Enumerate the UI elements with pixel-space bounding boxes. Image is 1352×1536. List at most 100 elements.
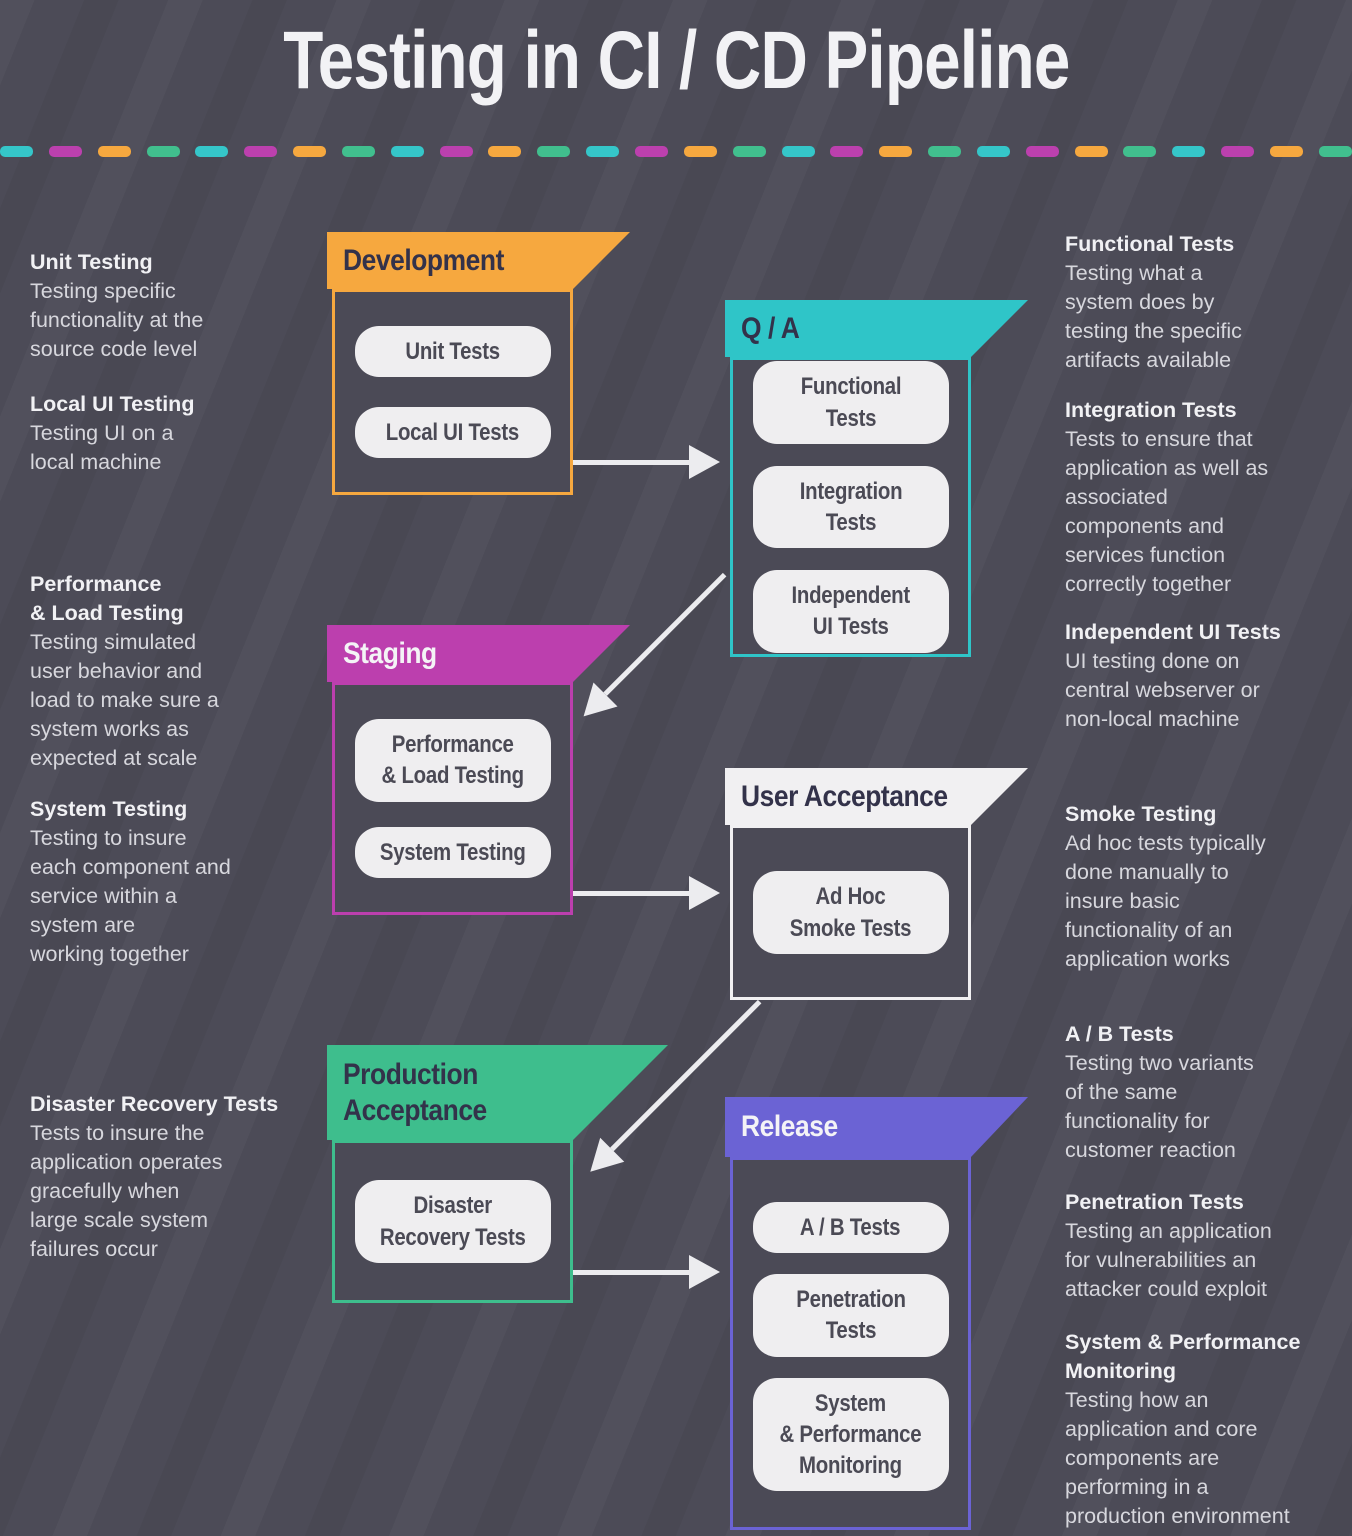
stage-development-label: Development bbox=[343, 243, 504, 277]
pill-label: Integration Tests bbox=[799, 477, 902, 536]
divider-dash bbox=[976, 145, 1010, 157]
arrow-head-icon bbox=[689, 1255, 720, 1289]
divider-dash bbox=[1318, 145, 1352, 157]
note-title: A / B Tests bbox=[1065, 1022, 1174, 1046]
pill-ad-hoc-smoke-tests: Ad Hoc Smoke Tests bbox=[752, 871, 949, 954]
arrow-shaft bbox=[573, 459, 689, 465]
divider-dash bbox=[48, 145, 82, 157]
divider-dash bbox=[781, 145, 815, 157]
stage-qa-header: Q / A bbox=[725, 300, 1028, 357]
note-body: Testing specific functionality at the so… bbox=[30, 279, 204, 361]
note-title: Disaster Recovery Tests bbox=[30, 1092, 279, 1116]
divider-dash bbox=[439, 145, 473, 157]
divider-dash bbox=[1123, 145, 1157, 157]
pill-ab-tests: A / B Tests bbox=[752, 1202, 949, 1254]
stage-production-acceptance-body: Disaster Recovery Tests bbox=[332, 1140, 573, 1303]
divider-dash bbox=[830, 145, 864, 157]
pill-label: Ad Hoc Smoke Tests bbox=[789, 883, 912, 942]
note-ab-tests: A / B Tests Testing two variants of the … bbox=[1065, 1020, 1352, 1165]
arrow-production-acceptance-to-release bbox=[573, 1254, 720, 1290]
stage-staging-body: Performance & Load Testing System Testin… bbox=[332, 682, 573, 915]
note-title: System & Performance Monitoring bbox=[1065, 1330, 1301, 1383]
divider-dash bbox=[732, 145, 766, 157]
stage-staging-header: Staging bbox=[327, 625, 630, 682]
note-unit-testing: Unit Testing Testing specific functional… bbox=[30, 248, 315, 364]
divider-dash bbox=[146, 145, 180, 157]
stage-release: Release A / B Tests Penetration Tests Sy… bbox=[725, 1097, 1028, 1530]
divider-dash bbox=[0, 145, 33, 157]
divider-dash bbox=[390, 145, 424, 157]
pill-system-performance-monitoring: System & Performance Monitoring bbox=[752, 1377, 949, 1492]
note-body: Testing how an application and core comp… bbox=[1065, 1388, 1290, 1528]
divider-dash bbox=[586, 145, 620, 157]
pill-label: Disaster Recovery Tests bbox=[379, 1192, 526, 1251]
stage-production-acceptance-label: Production Acceptance bbox=[343, 1057, 487, 1127]
note-title: Local UI Testing bbox=[30, 392, 195, 416]
stage-release-label: Release bbox=[741, 1110, 838, 1143]
note-title: Penetration Tests bbox=[1065, 1190, 1244, 1214]
stage-staging-label: Staging bbox=[343, 636, 437, 670]
note-body: Testing an application for vulnerabiliti… bbox=[1065, 1219, 1272, 1301]
stage-development-header: Development bbox=[327, 232, 630, 289]
pill-performance-load-testing: Performance & Load Testing bbox=[354, 719, 551, 802]
pill-disaster-recovery-tests: Disaster Recovery Tests bbox=[354, 1180, 551, 1263]
note-system-testing: System Testing Testing to insure each co… bbox=[30, 795, 315, 969]
divider-dash bbox=[1221, 145, 1255, 157]
stage-staging: Staging Performance & Load Testing Syste… bbox=[327, 625, 630, 915]
arrow-shaft bbox=[573, 1269, 689, 1275]
note-body: Tests to insure the application operates… bbox=[30, 1121, 223, 1261]
stage-user-acceptance-body: Ad Hoc Smoke Tests bbox=[730, 825, 971, 1000]
note-title: Smoke Testing bbox=[1065, 802, 1217, 826]
pill-label: System & Performance Monitoring bbox=[779, 1389, 922, 1479]
dashed-divider bbox=[0, 145, 1352, 157]
divider-dash bbox=[634, 145, 668, 157]
divider-dash bbox=[1074, 145, 1108, 157]
note-body: Testing two variants of the same functio… bbox=[1065, 1051, 1254, 1162]
divider-dash bbox=[195, 145, 229, 157]
divider-dash bbox=[97, 145, 131, 157]
pill-label: Independent UI Tests bbox=[791, 582, 910, 641]
pill-integration-tests: Integration Tests bbox=[752, 465, 949, 549]
note-title: Integration Tests bbox=[1065, 398, 1237, 422]
note-body: Testing to insure each component and ser… bbox=[30, 826, 231, 966]
note-title: Unit Testing bbox=[30, 250, 153, 274]
arrow-head-icon bbox=[689, 445, 720, 479]
page-title: Testing in CI / CD Pipeline bbox=[282, 15, 1070, 106]
divider-dash bbox=[341, 145, 375, 157]
note-system-performance-monitoring: System & Performance Monitoring Testing … bbox=[1065, 1328, 1352, 1531]
stage-release-header: Release bbox=[725, 1097, 1028, 1157]
arrow-shaft bbox=[573, 890, 689, 896]
note-title: Performance & Load Testing bbox=[30, 572, 184, 625]
note-independent-ui-tests: Independent UI Tests UI testing done on … bbox=[1065, 618, 1352, 734]
arrow-head-icon bbox=[689, 876, 720, 910]
pill-unit-tests: Unit Tests bbox=[354, 325, 551, 377]
note-body: Testing simulated user behavior and load… bbox=[30, 630, 219, 770]
note-body: Tests to ensure that application as well… bbox=[1065, 427, 1269, 596]
stage-user-acceptance: User Acceptance Ad Hoc Smoke Tests bbox=[725, 768, 1028, 1000]
note-functional-tests: Functional Tests Testing what a system d… bbox=[1065, 230, 1352, 375]
divider-dash bbox=[293, 145, 327, 157]
divider-dash bbox=[928, 145, 962, 157]
arrow-staging-to-user-acceptance bbox=[573, 875, 720, 911]
pill-label: Functional Tests bbox=[800, 373, 901, 432]
note-body: Testing what a system does by testing th… bbox=[1065, 261, 1242, 372]
note-smoke-testing: Smoke Testing Ad hoc tests typically don… bbox=[1065, 800, 1352, 974]
note-local-ui-testing: Local UI Testing Testing UI on a local m… bbox=[30, 390, 315, 477]
stage-user-acceptance-label: User Acceptance bbox=[741, 779, 948, 813]
pill-system-testing: System Testing bbox=[354, 826, 551, 878]
note-title: Functional Tests bbox=[1065, 232, 1235, 256]
note-body: Testing UI on a local machine bbox=[30, 421, 174, 474]
note-performance-load-testing: Performance & Load Testing Testing simul… bbox=[30, 570, 315, 773]
divider-dash bbox=[683, 145, 717, 157]
pill-label: System Testing bbox=[379, 838, 526, 866]
pill-label: A / B Tests bbox=[800, 1214, 901, 1241]
stage-production-acceptance: Production Acceptance Disaster Recovery … bbox=[327, 1045, 668, 1305]
note-body: Ad hoc tests typically done manually to … bbox=[1065, 831, 1266, 971]
divider-dash bbox=[244, 145, 278, 157]
pill-penetration-tests: Penetration Tests bbox=[752, 1274, 949, 1357]
pill-independent-ui-tests: Independent UI Tests bbox=[752, 570, 949, 653]
stage-user-acceptance-header: User Acceptance bbox=[725, 768, 1028, 825]
pill-label: Unit Tests bbox=[405, 337, 500, 365]
divider-dash bbox=[537, 145, 571, 157]
